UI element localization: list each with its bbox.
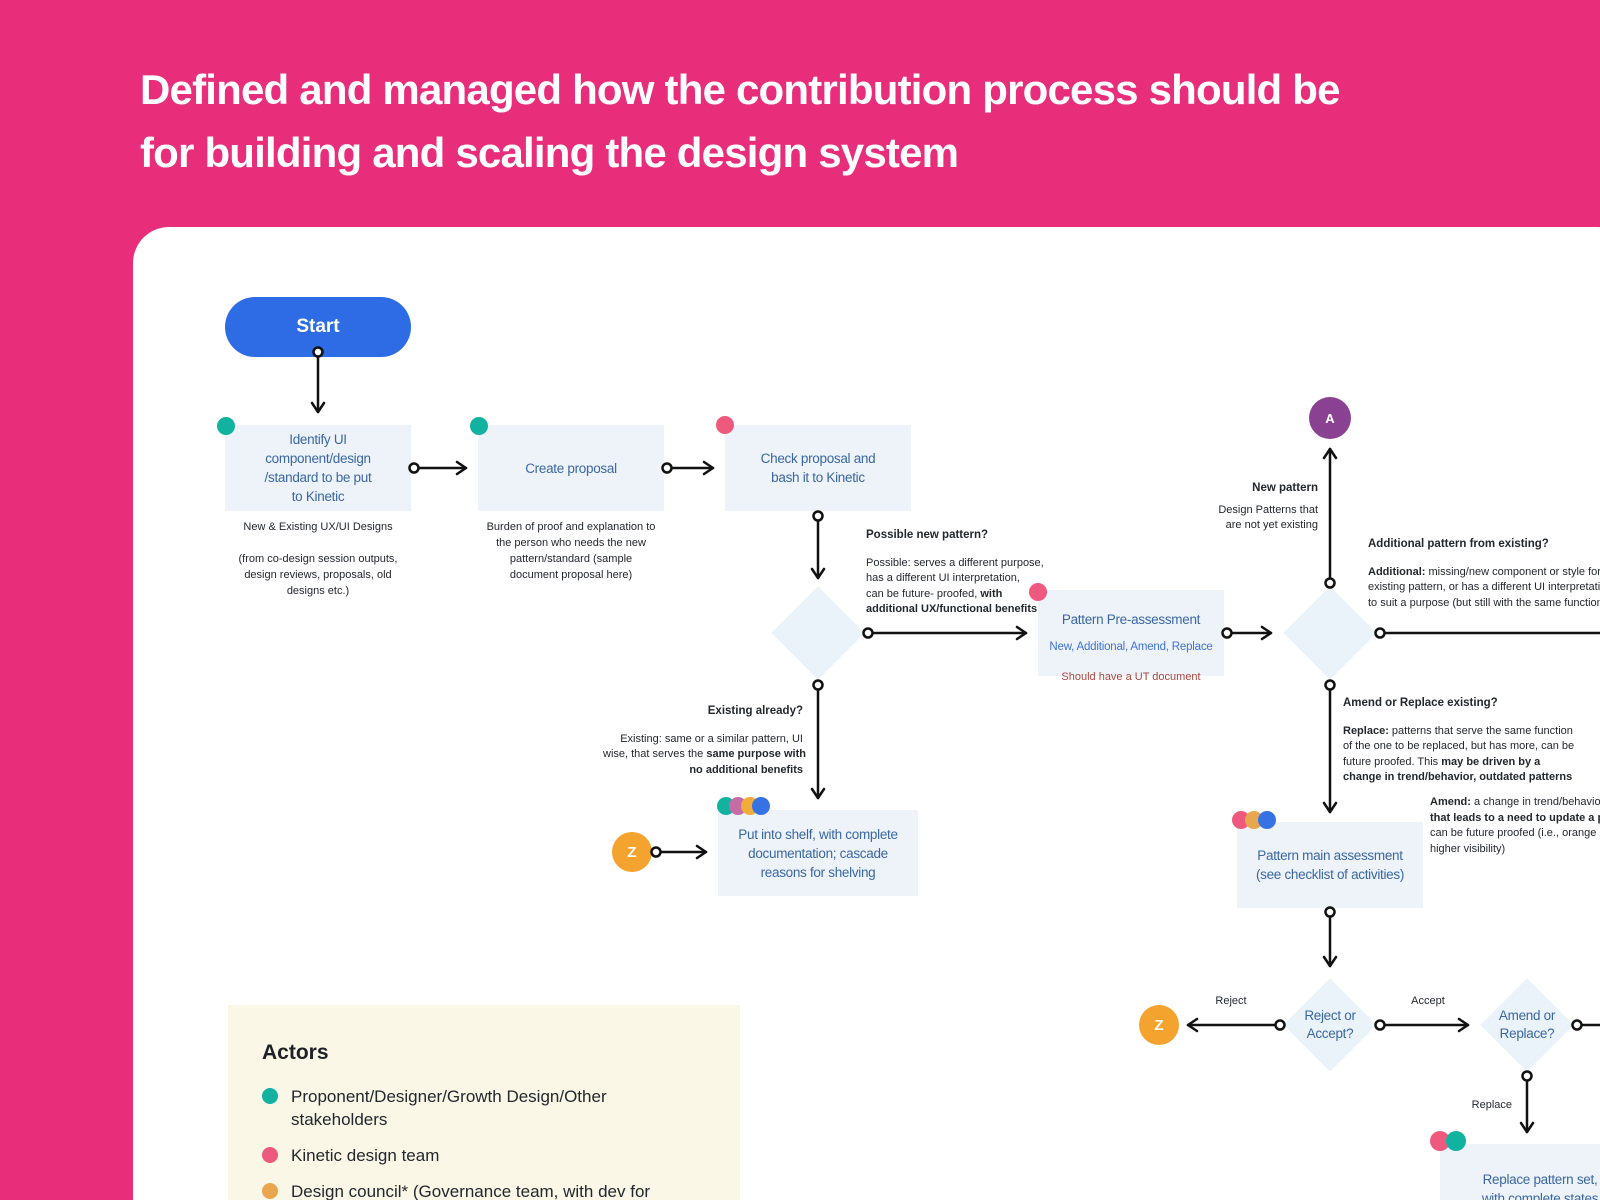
- node-create-proposal: Create proposal: [478, 425, 664, 511]
- actor-dot-blue-main: [1258, 811, 1276, 829]
- annotation-amend: Amend: a change in trend/behavior/that l…: [1430, 796, 1600, 855]
- legend-item-proponent: Proponent/Designer/Growth Design/Other s…: [262, 1085, 706, 1131]
- page-title-line1: Defined and managed how the contribution…: [140, 66, 1341, 113]
- annotation-possible-new-pattern: Possible new pattern? Possible: serves a…: [866, 528, 1044, 618]
- start-node-label: Start: [296, 316, 340, 337]
- node-main-assessment: Pattern main assessment(see checklist of…: [1237, 822, 1423, 908]
- node-replace-pattern-set: Replace pattern set,with complete states: [1440, 1144, 1600, 1200]
- actor-dot-teal-replace: [1446, 1131, 1466, 1151]
- page-title: Defined and managed how the contribution…: [140, 58, 1341, 184]
- annotation-existing-already-header: Existing already?: [707, 705, 803, 717]
- actor-dot-proponent-create: [470, 417, 488, 435]
- legend-item-kinetic-label: Kinetic design team: [291, 1146, 440, 1165]
- actor-dot-pink-replace: [1430, 1131, 1450, 1151]
- actors-legend: Actors Proponent/Designer/Growth Design/…: [228, 1005, 740, 1200]
- node-pre-assessment-subtitle: New, Additional, Amend, Replace: [1049, 640, 1213, 653]
- actors-legend-heading: Actors: [262, 1041, 329, 1064]
- connector-badge-z-shelf: Z: [612, 832, 652, 872]
- legend-item-proponent-label: Proponent/Designer/Growth Design/Other s…: [291, 1087, 607, 1129]
- annotation-existing-already: Existing already? Existing: same or a si…: [603, 704, 806, 778]
- connector-badge-z-reject-letter: Z: [1154, 1016, 1164, 1034]
- annotation-should-have-ut: Should have a UT document: [1038, 670, 1224, 686]
- annotation-additional-pattern: Additional pattern from existing? Additi…: [1368, 537, 1600, 611]
- annotation-amend-or-replace-body: Replace: patterns that serve the same fu…: [1343, 724, 1575, 784]
- annotation-new-pattern-header: New pattern: [1252, 482, 1318, 494]
- legend-item-council-label: Design council* (Governance team, with d…: [291, 1182, 651, 1200]
- page-title-line2: for building and scaling the design syst…: [140, 129, 959, 176]
- connector-badge-z-reject: Z: [1139, 1005, 1179, 1045]
- annotation-possible-new-pattern-header: Possible new pattern?: [866, 529, 989, 541]
- connector-badge-a: A: [1309, 397, 1351, 439]
- actor-dot-proponent-identify: [217, 417, 235, 435]
- annotation-should-have-ut-text: Should have a UT document: [1061, 671, 1201, 683]
- orange-dot-icon: [262, 1183, 278, 1199]
- actor-dot-kinetic-check: [716, 416, 734, 434]
- connector-badge-a-letter: A: [1325, 410, 1335, 426]
- edge-label-accept: Accept: [1411, 995, 1445, 1007]
- legend-item-council: Design council* (Governance team, with d…: [262, 1180, 706, 1200]
- node-pre-assessment: Pattern Pre-assessment New, Additional, …: [1038, 590, 1224, 676]
- node-create-proposal-label: Create proposal: [525, 460, 617, 476]
- edge-label-replace: Replace: [1471, 1099, 1512, 1111]
- teal-dot-icon: [262, 1088, 278, 1104]
- edge-label-reject: Reject: [1215, 995, 1247, 1007]
- annotation-additional-pattern-body: Additional: missing/new component or sty…: [1368, 565, 1600, 609]
- actor-dot-blue-shelf: [752, 797, 770, 815]
- actor-dot-kinetic-pre: [1029, 583, 1047, 601]
- pink-dot-icon: [262, 1147, 278, 1163]
- annotation-amend-or-replace: Amend or Replace existing? Replace: patt…: [1343, 696, 1574, 786]
- annotation-additional-pattern-header: Additional pattern from existing?: [1368, 538, 1549, 550]
- annotation-amend-or-replace-header: Amend or Replace existing?: [1343, 697, 1498, 709]
- start-node: Start: [225, 297, 411, 357]
- legend-item-kinetic: Kinetic design team: [262, 1144, 706, 1167]
- caption-identify: New & Existing UX/UI Designs (from co-de…: [238, 521, 398, 597]
- node-pre-assessment-title: Pattern Pre-assessment: [1061, 611, 1201, 627]
- annotation-possible-new-pattern-body: Possible: serves a different purpose,has…: [866, 556, 1044, 616]
- connector-badge-z-shelf-letter: Z: [627, 843, 637, 861]
